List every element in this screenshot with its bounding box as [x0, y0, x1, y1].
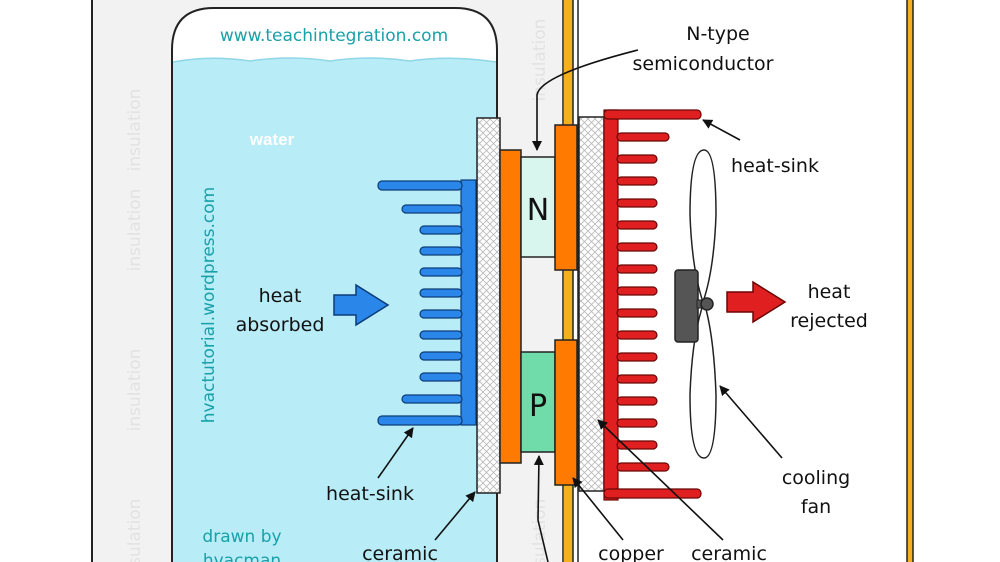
leader-ceramic-cold: [434, 491, 476, 541]
case-edge-left: [564, 0, 573, 562]
copper-label: copper: [598, 543, 664, 562]
p-type-semiconductor: P: [520, 351, 556, 453]
watermark-url: www.teachintegration.com: [220, 26, 448, 46]
insulation-labels: insulation insulation insulation insulat…: [125, 19, 550, 562]
hot-heat-sink: [603, 109, 702, 501]
heat-rejected-label-line1: heat: [808, 281, 851, 303]
heat-absorbed-label-line1: heat: [259, 285, 302, 307]
n-type-label-line2: semiconductor: [633, 53, 774, 75]
cold-heat-sink: [377, 179, 477, 426]
copper-strip-hot-bottom: [554, 339, 578, 486]
ceramic-plate-hot: [578, 116, 605, 492]
water-tank: [171, 7, 498, 562]
cooling-fan-label-line2: fan: [801, 496, 831, 518]
leader-heat-sink-cold: [377, 427, 414, 479]
leader-p-type: [533, 455, 549, 562]
heat-sink-label-cold: heat-sink: [326, 483, 414, 505]
leader-lines: [377, 49, 783, 562]
water-label: water: [249, 130, 295, 149]
leader-heat-sink-hot: [702, 119, 741, 141]
n-letter: N: [527, 193, 549, 228]
leader-n-type: [532, 49, 639, 151]
watermark-side: hvactutorial.wordpress.com: [199, 187, 219, 423]
cooling-fan-label-line1: cooling: [782, 467, 850, 489]
copper-strip-hot-top: [554, 124, 578, 271]
cooling-fan: [674, 149, 717, 459]
heat-rejected-label-line2: rejected: [790, 310, 868, 332]
leader-copper: [572, 477, 624, 541]
drawn-by-name: hvacman: [203, 551, 281, 562]
ceramic-label-cold: ceramic: [362, 543, 438, 562]
insulation-label: insulation: [125, 89, 145, 172]
n-type-semiconductor: N: [520, 156, 556, 258]
ceramic-label-hot: ceramic: [691, 543, 767, 562]
copper-strip-cold: [499, 149, 522, 464]
insulation-label: insulation: [530, 19, 550, 102]
heat-rejected-arrow: [726, 280, 787, 324]
heat-sink-label-hot: heat-sink: [731, 155, 819, 177]
leader-cooling-fan: [719, 385, 783, 459]
p-letter: P: [529, 389, 547, 424]
heat-absorbed-label-line2: absorbed: [236, 314, 325, 336]
insulation-label: insulation: [125, 499, 145, 562]
heat-absorbed-arrow: [333, 283, 390, 327]
fan-hub: [700, 297, 714, 311]
ceramic-plate-cold: [476, 117, 501, 494]
leader-ceramic-hot: [597, 419, 724, 541]
case-edge-right: [907, 0, 913, 562]
fan-motor: [674, 269, 699, 343]
drawn-by-label: drawn by: [202, 527, 281, 547]
insulation-label: insulation: [125, 349, 145, 432]
insulation-label: insulation: [125, 189, 145, 272]
n-type-label-line1: N-type: [686, 23, 750, 45]
